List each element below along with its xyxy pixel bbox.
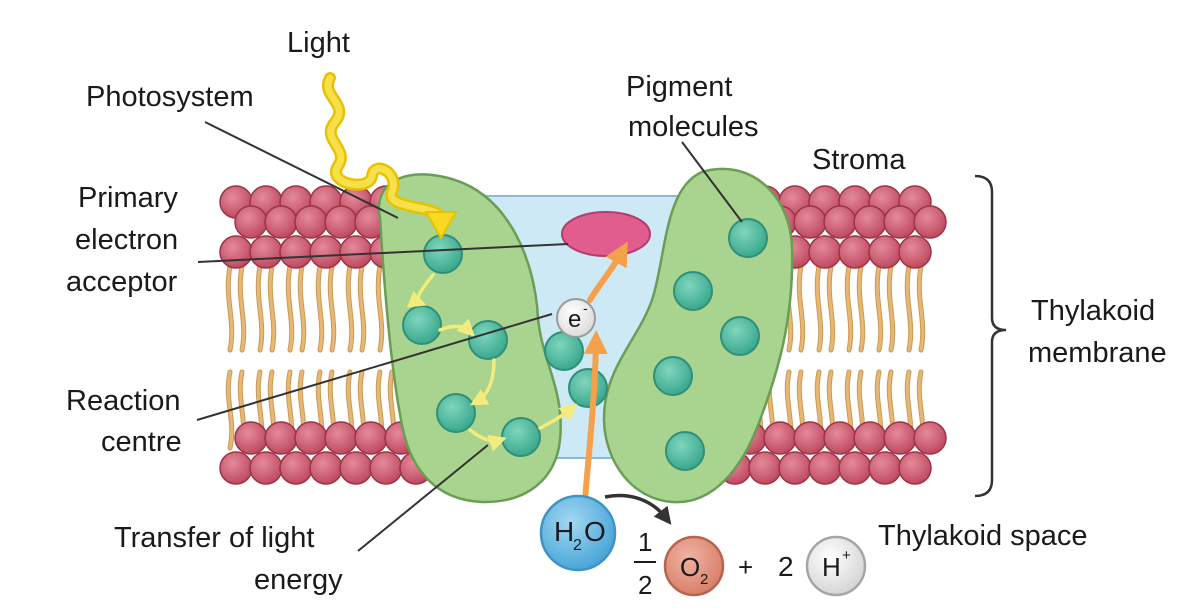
pigment-molecule [423, 234, 463, 274]
lipid-head [309, 451, 343, 485]
lipid-head [823, 421, 857, 455]
proton-symbol: H [822, 552, 841, 582]
lipid-head [883, 421, 917, 455]
electron [556, 298, 596, 338]
lipid-head [264, 205, 298, 239]
lipid-head [219, 451, 253, 485]
label-primary-acceptor-line2: electron [75, 224, 178, 256]
lipid-head [294, 421, 328, 455]
proton-coefficient: 2 [778, 551, 794, 582]
lipid-head [234, 205, 268, 239]
pigment-molecule [665, 431, 705, 471]
transfer-leader [357, 444, 489, 552]
lipid-head [793, 205, 827, 239]
proton [805, 535, 867, 597]
pigment-molecule [728, 218, 768, 258]
energy-transfer-arrows [407, 273, 578, 452]
label-thylakoid-membrane-line2: membrane [1028, 337, 1167, 369]
lipid-head [853, 421, 887, 455]
lipid-head [324, 421, 358, 455]
water-h: H [554, 516, 574, 547]
lipid-head [898, 235, 932, 269]
pigment-molecule [436, 393, 476, 433]
label-stroma: Stroma [812, 144, 906, 176]
lipid-head [339, 451, 373, 485]
lipid-head [249, 451, 283, 485]
lipid-head [853, 205, 887, 239]
label-thylakoid-membrane-line1: Thylakoid [1031, 295, 1155, 327]
lipid-head [279, 451, 313, 485]
lipid-head [838, 235, 872, 269]
oxygen-sub: 2 [700, 571, 708, 588]
lipid-head [883, 205, 917, 239]
lipid-head [294, 205, 328, 239]
lipid-head [249, 235, 283, 269]
lipid-head [793, 421, 827, 455]
water-molecule [539, 494, 617, 572]
lipid-head [339, 235, 373, 269]
electron-symbol: e [568, 306, 581, 333]
label-pigment-line1: Pigment [626, 71, 732, 103]
water-o: O [584, 516, 606, 547]
reaction-centre-leader [196, 313, 553, 421]
fraction-numerator: 1 [638, 527, 652, 557]
electron-path [582, 241, 628, 503]
lipid-head [279, 235, 313, 269]
lipid-head [309, 235, 343, 269]
water-to-oxygen-arrow [604, 493, 672, 525]
label-reaction-centre-line1: Reaction [66, 385, 180, 417]
water-sub: 2 [573, 537, 582, 554]
pigment-molecule [501, 417, 541, 457]
lipid-head [808, 235, 842, 269]
lipid-head [868, 235, 902, 269]
plus-sign: + [738, 552, 753, 582]
lipid-head [748, 451, 782, 485]
lipid-head [324, 205, 358, 239]
lipid-head [264, 421, 298, 455]
label-reaction-centre-line2: centre [101, 426, 182, 458]
label-pigment-line2: molecules [628, 111, 759, 143]
lipid-head [763, 421, 797, 455]
label-thylakoid-space: Thylakoid space [878, 520, 1088, 552]
pigment-molecule [468, 320, 508, 360]
lipid-head [219, 235, 253, 269]
proton-charge: + [842, 547, 851, 564]
acceptor-leader [197, 243, 569, 263]
primary-electron-acceptor [561, 211, 651, 257]
label-transfer-line2: energy [254, 564, 343, 596]
label-photosystem: Photosystem [86, 81, 254, 113]
lipid-head [913, 421, 947, 455]
membrane-brace [974, 174, 1007, 498]
label-primary-acceptor-line1: Primary [78, 182, 178, 214]
electron-charge: - [583, 300, 588, 316]
lipid-head [823, 205, 857, 239]
lipid-head [234, 421, 268, 455]
oxygen-symbol: O [680, 552, 700, 582]
fraction-denominator: 2 [638, 570, 652, 600]
label-transfer-line1: Transfer of light [114, 522, 314, 554]
lipid-head [778, 451, 812, 485]
lipid-head [868, 451, 902, 485]
reaction-centre-molecule [568, 368, 608, 408]
oxygen-molecule [663, 535, 725, 597]
lipid-head [838, 451, 872, 485]
pigment-molecule [720, 316, 760, 356]
pigment-molecules [402, 218, 768, 471]
lipid-head [369, 451, 403, 485]
lipid-head [354, 421, 388, 455]
pigment-molecule [653, 356, 693, 396]
light-arrow [322, 72, 458, 241]
pigment-molecule [673, 271, 713, 311]
photosystem-leader [204, 121, 399, 219]
leader-lines [196, 121, 743, 552]
label-light: Light [287, 27, 350, 59]
lipid-head [898, 451, 932, 485]
pigment-molecule [402, 305, 442, 345]
lipid-head [913, 205, 947, 239]
lipid-head [808, 451, 842, 485]
pigment-leader [681, 141, 743, 223]
label-primary-acceptor-line3: acceptor [66, 266, 178, 298]
